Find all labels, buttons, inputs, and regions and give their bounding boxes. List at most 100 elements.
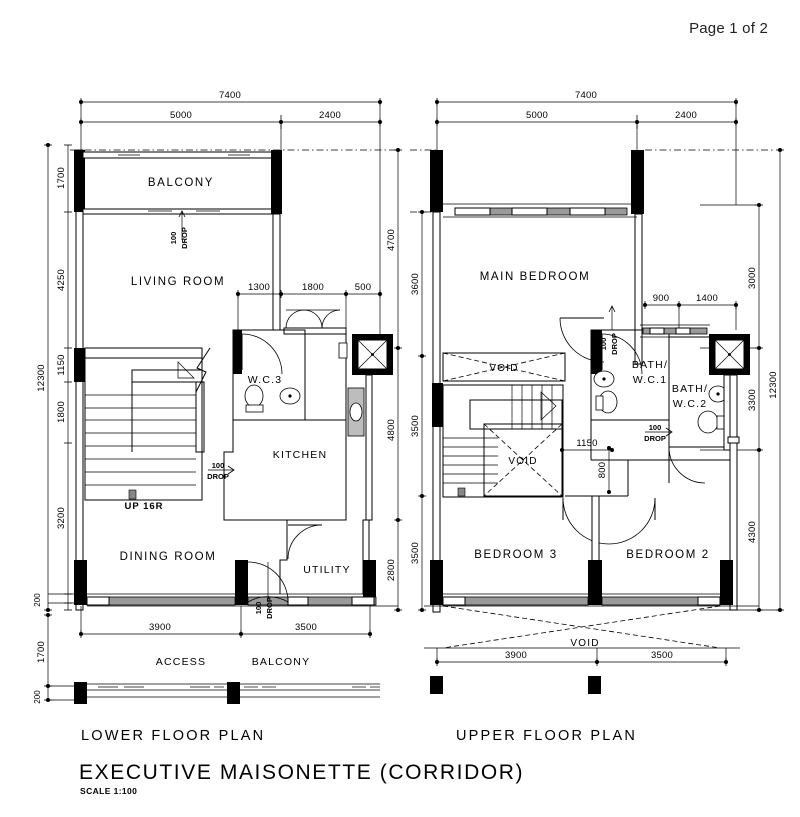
upper-dim-right-3: 4300 <box>747 521 758 543</box>
upper-right-dimensions: 12300 3000 3300 4300 <box>700 148 784 612</box>
upper-drop-value-1: 100 <box>599 338 608 351</box>
page-indicator: Page 1 of 2 <box>689 20 768 37</box>
upper-column-mid-top <box>631 150 644 214</box>
upper-dim-top-2: 2400 <box>675 110 697 121</box>
title-block: EXECUTIVE MAISONETTE (CORRIDOR) SCALE 1:… <box>79 761 524 796</box>
lower-folding-door-swings <box>285 309 341 329</box>
lower-dim-left-1: 1700 <box>56 167 67 189</box>
upper-column-br <box>720 560 733 605</box>
upper-dim-bottom-1: 3900 <box>505 650 527 661</box>
lower-column-balcony-right <box>271 150 282 214</box>
upper-right-wall-opening <box>727 436 740 444</box>
lower-window-band-right <box>247 596 377 606</box>
upper-top-dimensions: 7400 5000 2400 <box>435 90 738 205</box>
stair-up-note: UP 16R <box>124 501 163 512</box>
upper-void-stair-top: VOID <box>442 352 566 382</box>
upper-dim-800: 800 <box>597 462 608 478</box>
lower-dim-inner-2: 1800 <box>302 282 324 293</box>
upper-dim-800-group: 800 <box>597 446 611 494</box>
lower-kitchen-outline <box>223 334 347 521</box>
upper-void-bottom: VOID <box>424 605 740 649</box>
upper-drop-label-1: DROP <box>610 333 619 355</box>
lower-dim-overall-left: 12300 <box>36 364 47 391</box>
lower-drop-value-1: 100 <box>169 232 178 245</box>
lower-column-left-top <box>74 150 85 212</box>
void-label-2: VOID <box>508 456 537 467</box>
upper-window-open-2 <box>511 207 548 216</box>
upper-dim-overall-right: 12300 <box>768 371 779 398</box>
lower-corridor-strip <box>74 682 380 704</box>
upper-floor-plan-group: 7400 5000 2400 <box>410 90 784 744</box>
kitchen-sink <box>349 402 363 422</box>
room-label-balcony: BALCONY <box>148 177 214 189</box>
room-label-utility: UTILITY <box>303 564 351 576</box>
upper-dim-left-3: 3500 <box>410 542 421 564</box>
room-label-bath-wc1-line2: W.C.1 <box>633 374 668 386</box>
lower-dim-left-7: 1700 <box>36 641 47 663</box>
lower-drop-label-1: DROP <box>180 227 189 249</box>
lower-folding-door-track <box>283 327 347 335</box>
room-label-bath-wc2-line1: BATH/ <box>672 383 708 395</box>
room-label-bath-wc1-line1: BATH/ <box>632 359 668 371</box>
room-label-kitchen: KITCHEN <box>273 449 328 461</box>
lower-dim-bottom-1: 3900 <box>149 622 171 633</box>
lower-wc3-door-swing <box>241 333 283 375</box>
lower-dim-overall-top: 7400 <box>219 90 241 101</box>
upper-column-bl <box>430 560 443 605</box>
lower-left-dimensions: 12300 1700 4250 1150 1800 3200 <box>33 143 80 704</box>
upper-dim-right-1: 3000 <box>747 267 758 289</box>
lower-utility-left-wall <box>279 520 288 594</box>
upper-bedroom2-door-swing <box>608 497 656 545</box>
drawing-title: EXECUTIVE MAISONETTE (CORRIDOR) <box>79 761 524 784</box>
lower-window-open-left <box>86 596 110 606</box>
lower-drop-value-2: 100 <box>212 461 225 470</box>
room-label-bath-wc2-line2: W.C.2 <box>673 398 708 410</box>
upper-bath-window-band <box>642 327 708 335</box>
lower-dim-left-6: 200 <box>33 593 42 607</box>
upper-dim-top-1: 5000 <box>526 110 548 121</box>
toilet-cistern-wc3 <box>245 404 264 413</box>
lower-drop-label-3: DROP <box>265 597 274 619</box>
lower-dim-left-2: 4250 <box>56 269 67 291</box>
lower-column-bm <box>235 560 248 605</box>
upper-column-below-2 <box>588 676 601 694</box>
upper-drop-label-2: DROP <box>644 434 666 443</box>
lower-column-wc3 <box>233 330 242 374</box>
lower-kitchen-drop-marker: 100 DROP <box>207 461 235 481</box>
toilet-bowl-wc2 <box>697 410 719 434</box>
upper-right-exterior-wall <box>729 374 738 611</box>
upper-bath2-door-swing <box>668 446 706 484</box>
upper-void-stairwell: VOID <box>483 423 563 497</box>
room-label-balcony-bottom: BALCONY <box>252 656 311 668</box>
upper-drop-marker-2: 100 DROP <box>644 423 673 443</box>
room-label-bedroom-3: BEDROOM 3 <box>474 549 557 561</box>
lower-dim-bottom-2: 3500 <box>295 622 317 633</box>
lower-dim-inner-3: 500 <box>355 282 371 293</box>
upper-staircase <box>432 383 564 498</box>
lower-drop-label-2: DROP <box>207 472 229 481</box>
room-label-dining-room: DINING ROOM <box>120 551 217 563</box>
toilet-cistern-wc1 <box>595 395 604 411</box>
upper-left-dimensions: 3600 3500 3500 <box>410 210 426 612</box>
void-label-3: VOID <box>570 638 599 649</box>
lower-staircase: UP 16R <box>84 347 211 512</box>
lower-column-left-mid <box>74 348 85 382</box>
lower-column-bl <box>74 560 87 605</box>
lower-dim-left-8: 200 <box>33 690 42 704</box>
lower-balcony-drop-marker: 100 DROP <box>169 210 189 249</box>
upper-bottom-dimensions: 3900 3500 <box>435 648 728 666</box>
upper-dim-1150-group: 1150 <box>560 438 614 452</box>
toilet-bowl-wc3 <box>244 384 264 408</box>
lower-utility-door-swing <box>287 524 323 560</box>
upper-dim-overall-top: 7400 <box>575 90 597 101</box>
lower-drop-value-3: 100 <box>254 602 263 615</box>
upper-column-left-top <box>430 150 443 212</box>
upper-bedroom3-door-swing <box>562 497 610 545</box>
room-label-living-room: LIVING ROOM <box>131 276 225 288</box>
lower-dim-right-1: 4700 <box>386 229 397 251</box>
void-label-1: VOID <box>489 363 518 374</box>
drawing-scale: SCALE 1:100 <box>80 786 137 796</box>
upper-dim-inner-900: 900 <box>653 293 669 304</box>
upper-window-open-3 <box>569 207 606 216</box>
